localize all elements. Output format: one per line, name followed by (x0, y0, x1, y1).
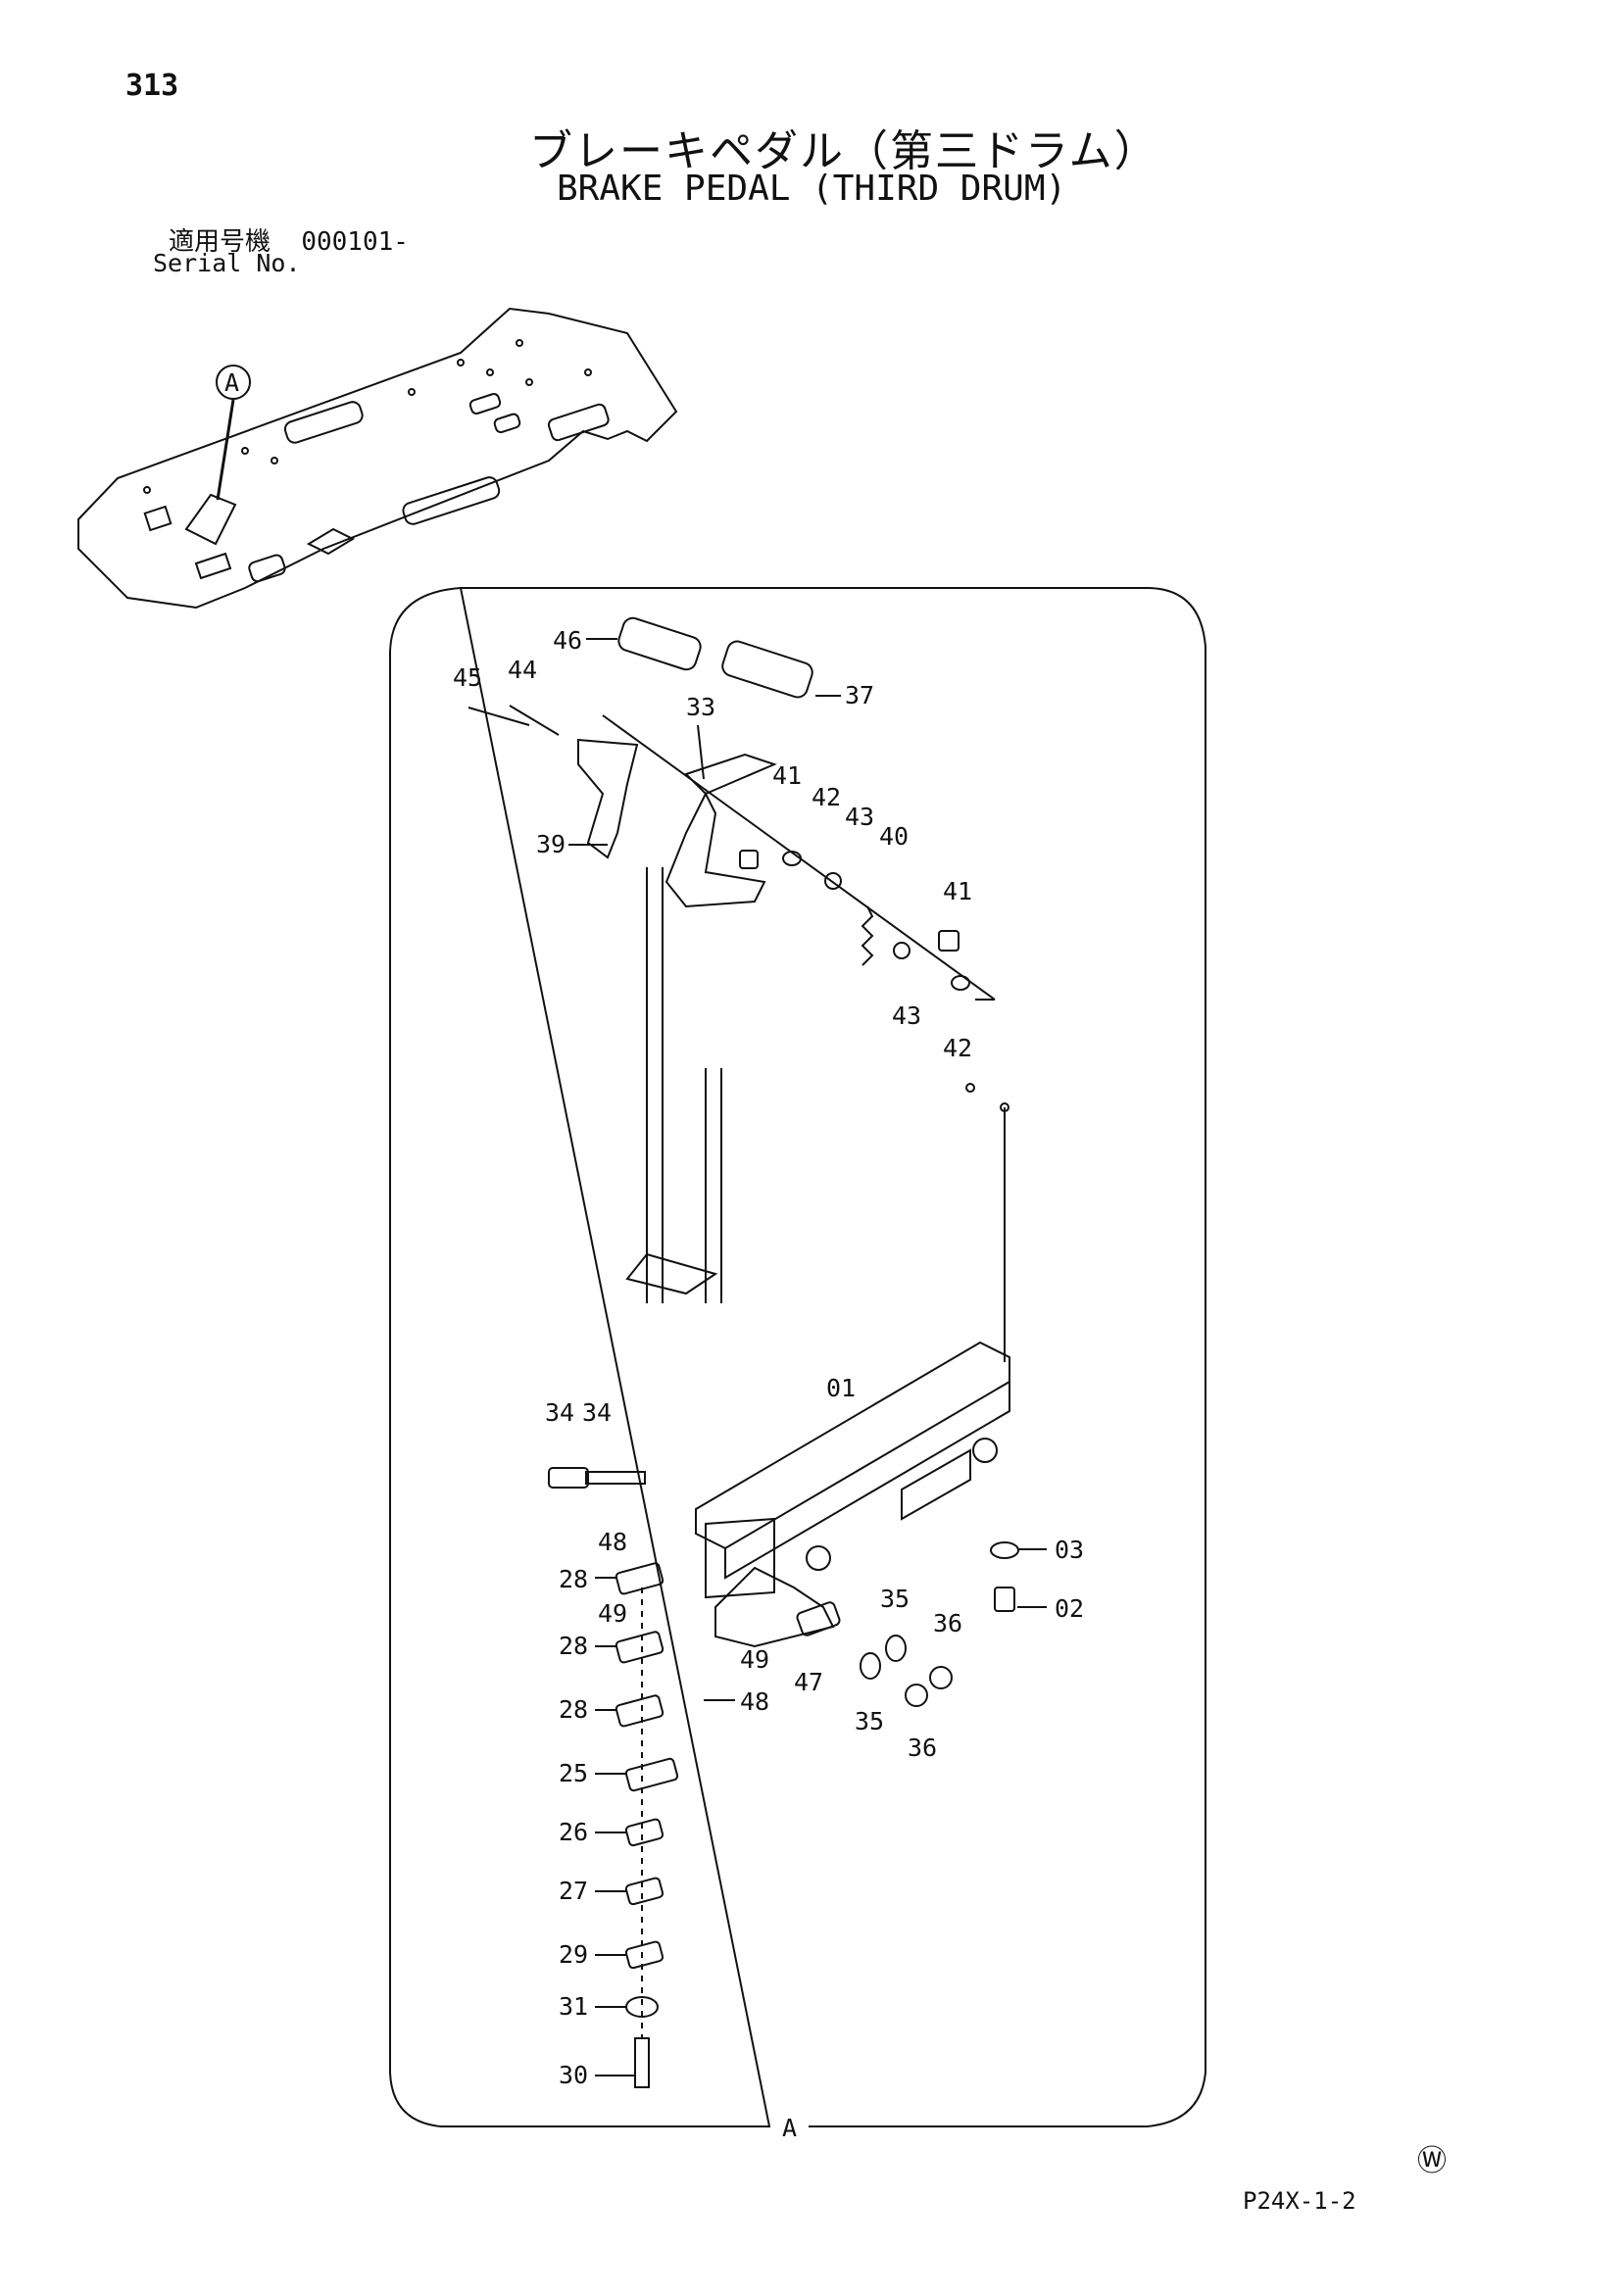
part-label: 31 (559, 1992, 588, 2021)
serial-value: 000101- (301, 227, 409, 257)
drawing-code: P24X-1-2 (1243, 2187, 1356, 2215)
part-label: 44 (508, 656, 537, 684)
part-label: 02 (1055, 1594, 1084, 1623)
detail-frame-label: A (782, 2114, 797, 2142)
part-label: 28 (559, 1632, 588, 1660)
part-label: 27 (559, 1877, 588, 1905)
part-label: 29 (559, 1940, 588, 1969)
part-label: 30 (559, 2061, 588, 2089)
part-label: 41 (772, 761, 802, 790)
part-label: 49 (740, 1645, 769, 1674)
serial-label-jp-text: 適用号機 (169, 227, 271, 257)
part-label: 40 (879, 822, 909, 851)
part-label: 46 (553, 626, 582, 655)
part-label: 35 (880, 1585, 910, 1613)
part-label: 41 (943, 877, 972, 905)
serial-label-japanese: 適用号機 000101- (169, 221, 409, 258)
part-label: 42 (812, 783, 841, 811)
part-label: 03 (1055, 1536, 1084, 1564)
footer-symbol: Ⓦ (1417, 2144, 1447, 2178)
part-label: 43 (845, 803, 874, 831)
detail-frame (389, 586, 1206, 2127)
page-number: 313 (125, 69, 179, 103)
part-label: 49 (598, 1599, 627, 1628)
part-label: 37 (845, 681, 874, 709)
title-english: BRAKE PEDAL (THIRD DRUM) (557, 169, 1067, 209)
stacked-plates (615, 1562, 679, 2088)
overview-floor-plate (77, 307, 678, 610)
part-label: 45 (453, 663, 482, 692)
part-label: 25 (559, 1759, 588, 1787)
part-label: 34 (545, 1398, 574, 1427)
part-label: 26 (559, 1818, 588, 1846)
overview-marker-label: A (224, 368, 239, 397)
serial-label-english: Serial No. (153, 249, 301, 277)
part-label: 48 (740, 1687, 769, 1716)
part-label: 35 (855, 1707, 884, 1735)
part-label: 28 (559, 1565, 588, 1593)
part-label: 36 (908, 1734, 937, 1762)
part-label: 36 (933, 1609, 962, 1637)
part-number-labels: 46 37 45 44 33 41 42 43 40 41 39 43 42 0… (453, 626, 1084, 2089)
part-label: 28 (559, 1695, 588, 1724)
part-label: 33 (686, 693, 715, 721)
part-label: 34 (582, 1398, 612, 1427)
title-japanese: ブレーキペダル（第三ドラム） (529, 126, 1159, 176)
part-label: 48 (598, 1528, 627, 1556)
part-label: 39 (536, 830, 566, 858)
part-label: 43 (892, 1001, 921, 1030)
part-label: 42 (943, 1034, 972, 1062)
part-label: 01 (826, 1374, 856, 1402)
part-label: 47 (794, 1668, 823, 1696)
